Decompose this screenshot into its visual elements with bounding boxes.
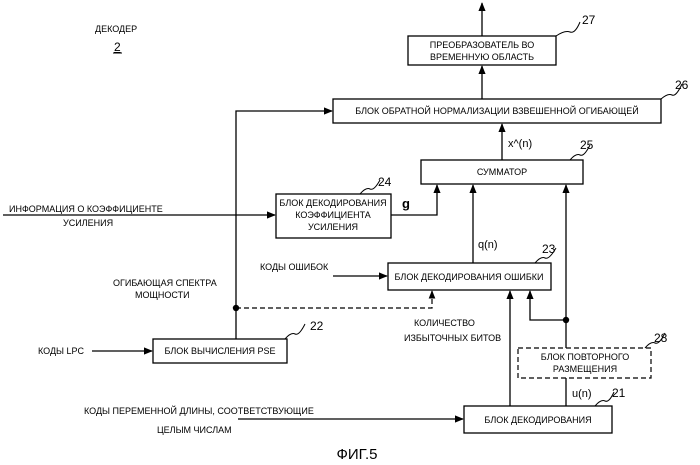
adder-block: СУММАТОР	[421, 160, 583, 184]
adder-label: СУММАТОР	[477, 167, 527, 177]
decoding-label: БЛОК ДЕКОДИРОВАНИЯ	[484, 415, 591, 425]
inverse-normalization-label: БЛОК ОБРАТНОЙ НОРМАЛИЗАЦИИ ВЗВЕШЕННОЙ ОГ…	[355, 105, 639, 116]
ref-24: 24	[378, 175, 392, 189]
gain-info-label-line2: УСИЛЕНИЯ	[63, 218, 113, 228]
gain-decoder-block: БЛОК ДЕКОДИРОВАНИЯ КОЭФФИЦИЕНТА УСИЛЕНИЯ	[276, 194, 391, 238]
ref-28: 28	[654, 331, 668, 345]
ref-22: 22	[310, 319, 324, 333]
pse-calc-block: БЛОК ВЫЧИСЛЕНИЯ PSE	[153, 339, 287, 363]
decoder-number: 2	[114, 40, 121, 54]
spectrum-label-line2: МОЩНОСТИ	[135, 290, 190, 300]
ref-24-leader	[360, 180, 380, 194]
signal-g: g	[402, 196, 410, 211]
error-codes-label: КОДЫ ОШИБОК	[260, 262, 329, 272]
signal-x-hat: x^(n)	[508, 138, 532, 150]
pse-calc-label: БЛОК ВЫЧИСЛЕНИЯ PSE	[164, 346, 275, 356]
reallocation-label-line2: РАЗМЕЩЕНИЯ	[553, 364, 617, 374]
signal-q: q(n)	[478, 239, 498, 251]
ref-21: 21	[612, 386, 626, 400]
time-converter-block: ПРЕОБРАЗОВАТЕЛЬ ВО ВРЕМЕННУЮ ОБЛАСТЬ	[408, 36, 556, 65]
lpc-codes-label: КОДЫ LPC	[38, 346, 85, 356]
ref-25: 25	[580, 138, 594, 152]
junction-to-error-decoder-arrow	[530, 291, 566, 320]
gain-info-label-line1: ИНФОРМАЦИЯ О КОЭФФИЦИЕНТЕ	[9, 204, 163, 214]
decoding-block: БЛОК ДЕКОДИРОВАНИЯ	[464, 406, 612, 433]
time-converter-label-line2: ВРЕМЕННУЮ ОБЛАСТЬ	[430, 52, 534, 62]
redundant-bits-label-line2: ИЗБЫТОЧНЫХ БИТОВ	[404, 333, 501, 343]
ref-22-leader	[285, 324, 305, 339]
gain-decoder-label-line2: КОЭФФИЦИЕНТА	[295, 210, 371, 220]
time-converter-label-line1: ПРЕОБРАЗОВАТЕЛЬ ВО	[430, 40, 535, 50]
gain-decoder-label-line3: УСИЛЕНИЯ	[308, 222, 358, 232]
inverse-normalization-block: БЛОК ОБРАТНОЙ НОРМАЛИЗАЦИИ ВЗВЕШЕННОЙ ОГ…	[333, 99, 661, 123]
ref-23: 23	[542, 242, 556, 256]
reallocation-label-line1: БЛОК ПОВТОРНОГО	[541, 352, 629, 362]
reallocation-block: БЛОК ПОВТОРНОГО РАЗМЕЩЕНИЯ	[518, 348, 651, 378]
gain-decoder-label-line1: БЛОК ДЕКОДИРОВАНИЯ	[279, 198, 386, 208]
ref-26: 26	[675, 78, 689, 92]
signal-u: u(n)	[572, 388, 592, 400]
redundant-bits-label-line1: КОЛИЧЕСТВО	[414, 318, 475, 328]
variable-codes-label-line2: ЦЕЛЫМ ЧИСЛАМ	[157, 425, 232, 435]
error-decoder-block: БЛОК ДЕКОДИРОВАНИЯ ОШИБКИ	[388, 263, 551, 290]
spectrum-label-line1: ОГИБАЮЩАЯ СПЕКТРА	[113, 278, 217, 288]
ref-27: 27	[582, 13, 596, 27]
decoder-title: ДЕКОДЕР	[95, 24, 137, 34]
variable-codes-label-line1: КОДЫ ПЕРЕМЕННОЙ ДЛИНЫ, СООТВЕТСТВУЮЩИЕ	[84, 405, 314, 416]
gain-to-adder-arrow	[391, 185, 437, 215]
figure-caption: ФИГ.5	[337, 446, 378, 463]
pse-to-error-decoder-dashed-arrow	[236, 291, 432, 308]
ref-27-leader	[556, 22, 580, 36]
error-decoder-label: БЛОК ДЕКОДИРОВАНИЯ ОШИБКИ	[395, 272, 544, 282]
